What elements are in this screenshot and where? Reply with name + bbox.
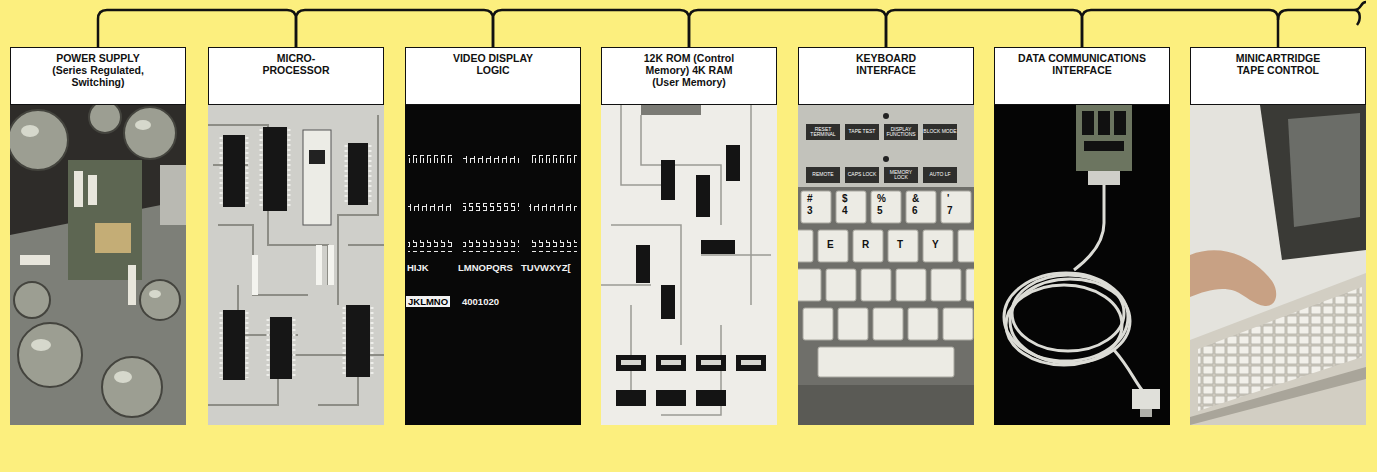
key-label: MEMORY LOCK — [884, 167, 918, 183]
bus-line — [493, 10, 689, 47]
key-legend: & — [912, 193, 919, 204]
key-legend: 3 — [807, 205, 813, 216]
key-legend: 5 — [877, 205, 883, 216]
key-label: BLOCK MODE — [923, 124, 957, 140]
screen-text: LMNOPQRS — [458, 262, 513, 273]
key-legend: 4 — [842, 205, 848, 216]
bus-line — [886, 10, 1082, 47]
video-screen-photo — [405, 105, 581, 425]
key-label: REMOTE — [806, 167, 840, 183]
block-box: MICRO- PROCESSOR — [208, 47, 384, 105]
block-box: MINICARTRIDGE TAPE CONTROL — [1190, 47, 1366, 105]
block-title: 12K ROM (Control Memory) 4K RAM (User Me… — [637, 52, 741, 88]
bus-line — [98, 10, 296, 47]
key-legend: # — [807, 193, 813, 204]
key-legend: T — [897, 239, 903, 250]
key-legend: E — [827, 239, 834, 250]
key-label: RESET TERMINAL — [806, 124, 840, 140]
screen-text: TUVWXYZ[ — [521, 262, 571, 273]
screen-text: JKLMNO — [406, 296, 450, 307]
block-title: KEYBOARD INTERFACE — [841, 52, 931, 76]
data-comm-photo — [994, 105, 1170, 425]
key-label: TAPE TEST — [845, 124, 879, 140]
screen-text: HIJK — [407, 262, 429, 273]
key-legend: 7 — [947, 205, 953, 216]
block-box: POWER SUPPLY (Series Regulated, Switchin… — [10, 47, 186, 105]
block-title: POWER SUPPLY (Series Regulated, Switchin… — [50, 52, 146, 88]
block-box: 12K ROM (Control Memory) 4K RAM (User Me… — [601, 47, 777, 105]
key-legend: 6 — [912, 205, 918, 216]
key-legend: ' — [947, 193, 949, 204]
key-legend: Y — [932, 239, 939, 250]
keyboard-photo — [798, 105, 974, 425]
key-legend: % — [877, 193, 886, 204]
microprocessor-photo — [208, 105, 384, 425]
key-label: CAPS LOCK — [845, 167, 879, 183]
screen-text: 4001020 — [462, 296, 499, 307]
memory-board-photo — [601, 105, 777, 425]
block-box: DATA COMMUNICATIONS INTERFACE — [994, 47, 1170, 105]
block-title: VIDEO DISPLAY LOGIC — [438, 52, 548, 76]
block-title: MICRO- PROCESSOR — [256, 52, 336, 76]
block-box: KEYBOARD INTERFACE — [798, 47, 974, 105]
key-label: DISPLAY FUNCTIONS — [884, 124, 918, 140]
power-supply-photo — [10, 105, 186, 425]
bus-line — [689, 10, 886, 47]
bus-tail — [1278, 2, 1366, 25]
bus-line — [296, 10, 493, 47]
block-title: MINICARTRIDGE TAPE CONTROL — [1226, 52, 1330, 76]
key-legend: R — [862, 239, 869, 250]
bus-line — [1082, 10, 1278, 47]
key-label: AUTO LF — [923, 167, 957, 183]
key-legend: $ — [842, 193, 848, 204]
terminal-photo — [1190, 105, 1366, 425]
block-title: DATA COMMUNICATIONS INTERFACE — [1017, 52, 1147, 76]
block-box: VIDEO DISPLAY LOGIC — [405, 47, 581, 105]
